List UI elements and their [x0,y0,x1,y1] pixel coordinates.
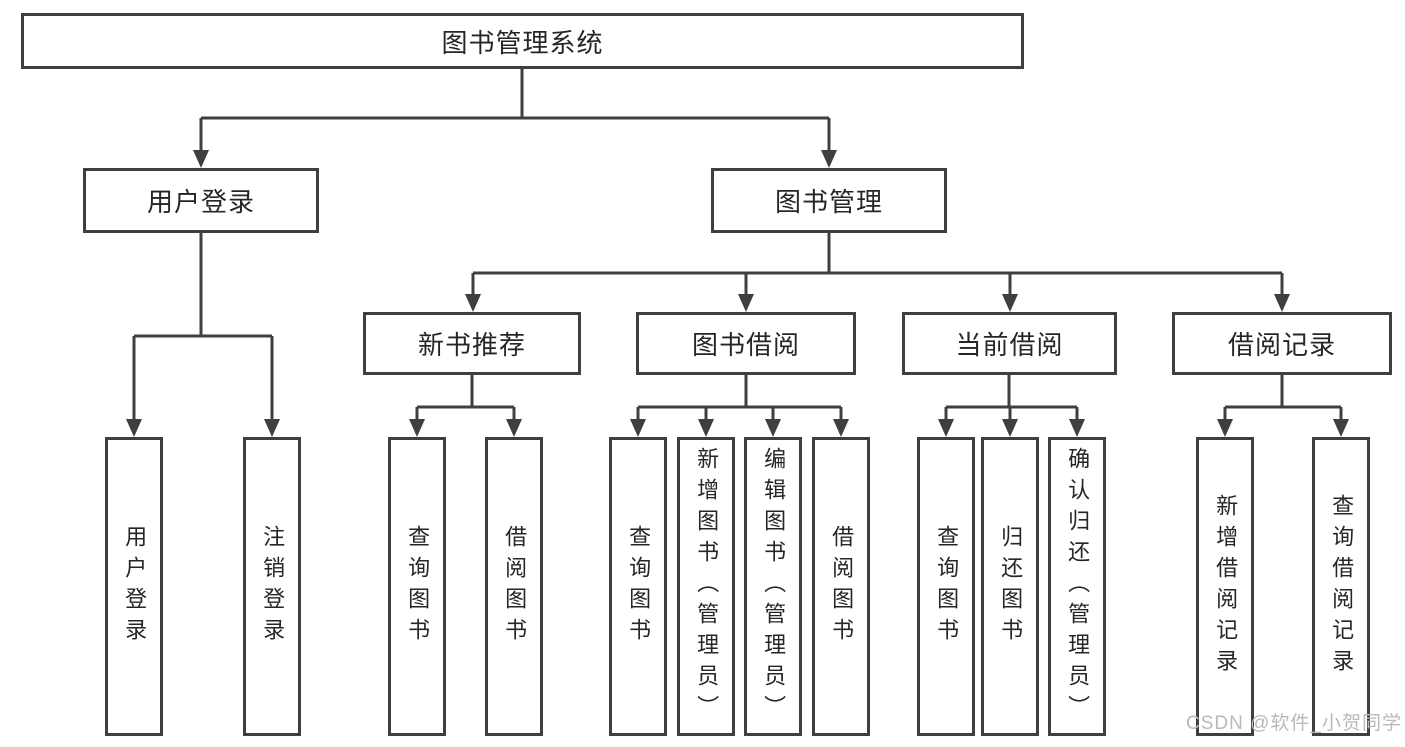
leaf-query-books-a: 查询图书 [388,437,446,736]
leaf-confirm-return-admin: 确认归还（管理员） [1048,437,1106,736]
node-new-book-recommend-label: 新书推荐 [417,330,526,360]
node-book-management: 图书管理 [711,168,947,233]
leaf-borrow-books-b-label: 借阅图书 [829,524,855,649]
leaf-confirm-return-admin-label: 确认归还（管理员） [1065,447,1091,726]
connector-trunks-and-bars [134,69,1341,409]
leaf-user-login-label: 用户登录 [122,524,148,649]
leaf-borrow-books-a: 借阅图书 [485,437,543,736]
leaf-add-borrow-record-label: 新增借阅记录 [1213,493,1239,680]
leaf-borrow-books-b: 借阅图书 [812,437,870,736]
leaf-add-books-admin-label: 新增图书（管理员） [694,447,720,726]
leaf-user-login: 用户登录 [105,437,163,736]
leaf-logout: 注销登录 [243,437,301,736]
node-book-management-label: 图书管理 [774,187,883,217]
leaf-query-books-b: 查询图书 [609,437,667,736]
node-root-label: 图书管理系统 [441,27,604,58]
leaf-edit-books-admin-label: 编辑图书（管理员） [761,447,787,726]
leaf-query-books-b-label: 查询图书 [626,524,652,649]
node-borrow-record-label: 借阅记录 [1227,330,1336,360]
leaf-borrow-books-a-label: 借阅图书 [502,524,528,649]
leaf-query-books-c-label: 查询图书 [934,524,960,649]
csdn-watermark: CSDN @软件_小贺同学 [1186,713,1402,734]
node-borrow-record: 借阅记录 [1172,312,1392,375]
leaf-add-books-admin: 新增图书（管理员） [677,437,735,736]
node-book-borrow: 图书借阅 [636,312,856,375]
leaf-edit-books-admin: 编辑图书（管理员） [744,437,802,736]
node-book-borrow-label: 图书借阅 [691,330,800,360]
node-root: 图书管理系统 [21,13,1024,69]
leaf-return-books-label: 归还图书 [998,524,1024,649]
leaf-add-borrow-record: 新增借阅记录 [1196,437,1254,736]
leaf-query-borrow-record: 查询借阅记录 [1312,437,1370,736]
leaf-return-books: 归还图书 [981,437,1039,736]
node-current-borrow: 当前借阅 [902,312,1117,375]
leaf-query-books-a-label: 查询图书 [405,524,431,649]
node-user-login-label: 用户登录 [146,187,255,217]
leaf-query-books-c: 查询图书 [917,437,975,736]
node-new-book-recommend: 新书推荐 [363,312,581,375]
node-current-borrow-label: 当前借阅 [955,330,1064,360]
node-user-login: 用户登录 [83,168,319,233]
leaf-logout-label: 注销登录 [260,524,286,649]
leaf-query-borrow-record-label: 查询借阅记录 [1329,493,1355,680]
